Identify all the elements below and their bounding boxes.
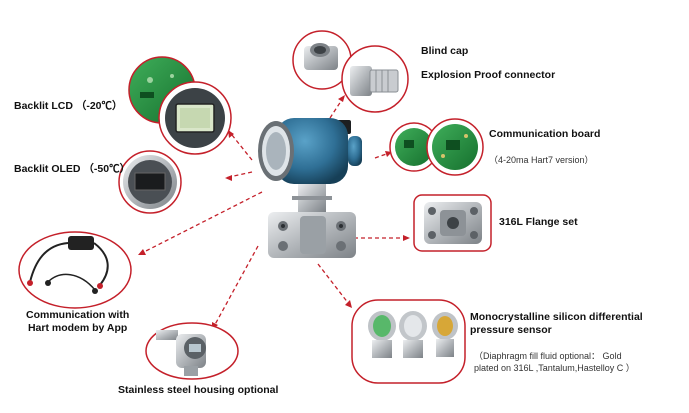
hart-modem-image <box>18 231 132 309</box>
communication-board-image <box>389 118 484 176</box>
communication-board-label: Communication board <box>489 128 601 140</box>
stainless-housing-image <box>145 322 239 380</box>
oled-module-image <box>118 150 182 214</box>
pressure-transmitter-image <box>258 118 362 258</box>
sensor-label-line1: Monocrystalline silicon differential <box>470 311 643 323</box>
blind-cap-image <box>292 30 352 90</box>
lcd-module-image <box>128 56 232 155</box>
sensor-note-line1: （Diaphragm fill fluid optional： Gold <box>474 351 622 361</box>
stainless-housing-label: Stainless steel housing optional <box>118 384 279 396</box>
connector-sensor <box>317 263 353 309</box>
backlit-oled-label: Backlit OLED （-50℃） <box>14 163 131 175</box>
connector-housing <box>211 245 259 331</box>
flange-set-label: 316L Flange set <box>499 216 578 228</box>
sensor-label: Monocrystalline silicon differential pre… <box>470 311 643 337</box>
backlit-lcd-label: Backlit LCD （-20℃） <box>14 100 123 112</box>
pressure-sensor-image <box>351 299 466 384</box>
sensor-note: （Diaphragm fill fluid optional： Gold pla… <box>474 350 635 374</box>
sensor-note-line2: plated on 316L ,Tantalum,Hastelloy C ） <box>474 363 635 373</box>
flange-set-image <box>413 194 492 252</box>
hart-modem-label: Communication with Hart modem by App <box>26 309 129 335</box>
communication-board-note: （4-20ma Hart7 version） <box>489 155 594 165</box>
connector-hart-modem <box>137 191 263 256</box>
hart-modem-label-line2: Hart modem by App <box>27 322 128 334</box>
hart-modem-label-line1: Communication with <box>26 309 130 321</box>
sensor-label-line2: pressure sensor <box>470 324 552 336</box>
explosion-proof-label: Explosion Proof connector <box>421 69 556 81</box>
explosion-proof-connector-image <box>341 45 409 113</box>
blind-cap-label: Blind cap <box>421 45 469 57</box>
